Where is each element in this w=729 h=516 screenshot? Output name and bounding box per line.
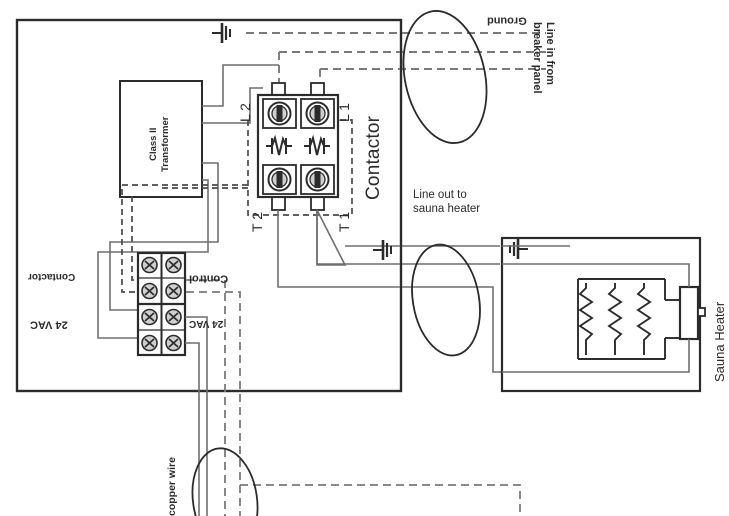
line-in-wires — [246, 32, 546, 96]
heater-wire-bottom — [502, 339, 690, 373]
heater-thermostat-block — [678, 285, 706, 341]
label-class-ii-transformer: Class II Transformer — [148, 117, 173, 172]
label-terminal-t1: T 1 — [336, 212, 352, 232]
label-ground: Ground — [487, 14, 527, 27]
xfmr-lead-2 — [202, 87, 263, 124]
copper-wire-bundle-oval — [191, 447, 259, 516]
enclosure-box — [15, 18, 403, 393]
label-transformer-l1: Class II — [148, 127, 159, 161]
contactor-coil-symbols — [266, 134, 330, 156]
copper-wire-pair — [185, 316, 208, 516]
label-terminal-t2: T 2 — [249, 212, 265, 232]
label-line-in-from-breaker-panel: Line in from breaker panel — [530, 22, 556, 94]
label-line-in-l2: breaker panel — [531, 22, 544, 94]
label-copper-wire: copper wire — [166, 457, 178, 516]
heater-internal-wires — [502, 245, 690, 373]
ground-symbol-enclosure — [210, 21, 232, 45]
label-line-out-to-sauna-heater: Line out to sauna heater — [413, 188, 480, 217]
control-cable-dashed — [186, 279, 521, 516]
label-line-in-l1: Line in from — [544, 22, 556, 85]
contactor — [256, 82, 340, 211]
control-dashed-down-a — [186, 291, 241, 516]
label-line-out-l1: Line out to — [413, 189, 467, 201]
label-terminal-block-control: Control — [189, 272, 229, 285]
contactor-screws — [267, 101, 330, 192]
label-transformer-l2: Transformer — [160, 116, 172, 172]
label-terminal-l1: L 1 — [336, 103, 352, 122]
label-terminal-block-24vac-right: 24 VAC — [189, 318, 224, 330]
label-terminal-block-24vac-left: 24 VAC — [30, 318, 68, 331]
ground-symbol-lineout — [371, 238, 393, 262]
control-dashed-loop — [160, 119, 353, 216]
heater-wire-top — [502, 263, 690, 287]
terminal-block-screws — [141, 256, 182, 352]
control-dashed-down-b — [186, 279, 226, 516]
label-line-out-l2: sauna heater — [413, 203, 481, 216]
heating-elements — [577, 278, 680, 360]
class-ii-transformer — [119, 80, 203, 198]
line-in-bundle-oval — [402, 10, 488, 144]
label-contactor-device: Contactor — [363, 115, 384, 200]
xfmr-lead-3 — [109, 162, 219, 311]
label-sauna-heater: Sauna Heater — [712, 301, 727, 382]
control-dashed-right — [240, 484, 521, 516]
terminal-block — [136, 251, 187, 357]
line-out-bundle-oval — [411, 243, 481, 357]
copper-wire-a — [185, 316, 208, 516]
xfmr-lead-1 — [202, 64, 279, 107]
label-terminal-block-contactor: Contactor — [28, 271, 76, 283]
copper-wire-b — [185, 342, 200, 516]
sauna-heater-box — [500, 236, 702, 393]
t1-output-wire — [316, 210, 500, 265]
label-terminal-l2: L 2 — [237, 103, 253, 122]
